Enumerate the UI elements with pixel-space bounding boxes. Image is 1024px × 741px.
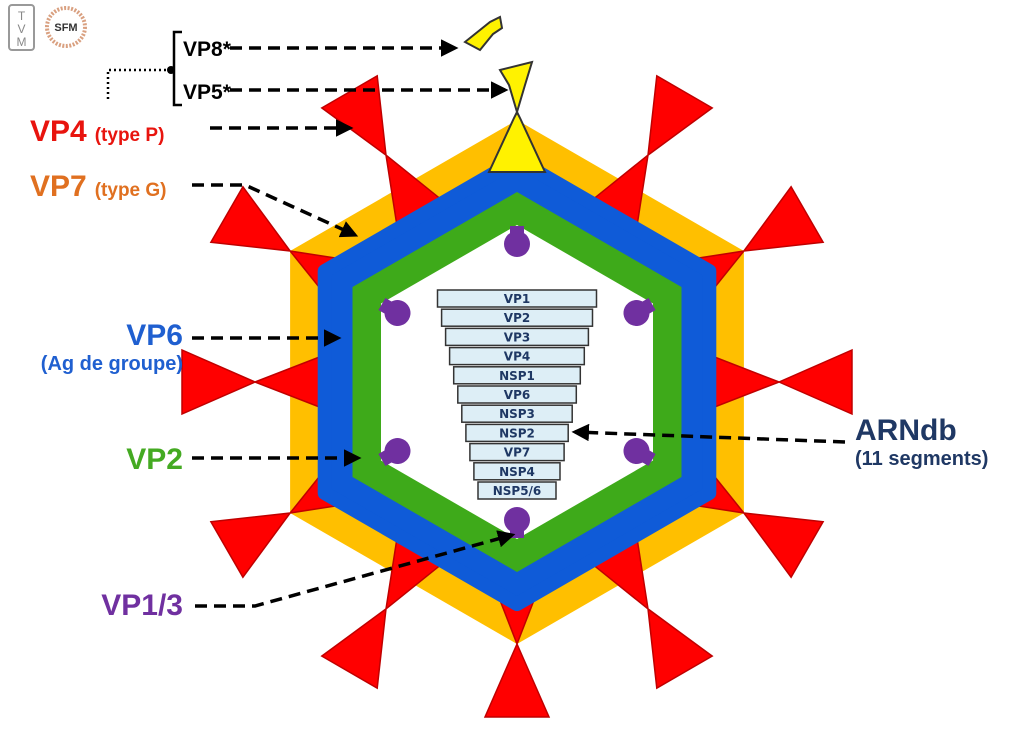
tvm-logo: T V M	[8, 4, 35, 51]
tvm-logo-text: T	[18, 9, 26, 23]
rna-segment: NSP3	[461, 404, 573, 423]
vp13-complex	[504, 507, 530, 538]
rna-segment: VP3	[444, 327, 590, 347]
label-arn: ARNdb	[855, 414, 957, 447]
label-arn-sub: (11 segments)	[855, 448, 988, 470]
rna-segment: VP1	[436, 289, 598, 308]
rna-segment: VP2	[440, 308, 594, 327]
svg-text:V: V	[17, 22, 25, 36]
vp5-spike	[487, 109, 547, 173]
label-vp6-sub: (Ag de groupe)	[41, 353, 183, 375]
arrows	[192, 39, 846, 608]
vp13-complex	[378, 438, 411, 467]
rna-segment: VP7	[469, 442, 565, 462]
vp13-complex	[623, 297, 656, 326]
rna-segment-label: VP4	[504, 350, 530, 364]
rna-segment-label: VP6	[504, 388, 530, 402]
vp13-complex	[504, 226, 530, 257]
vp5-vp8-spike	[463, 15, 547, 173]
label-vp8: VP8*	[183, 38, 232, 61]
rna-segment-label: NSP4	[499, 465, 535, 479]
rna-segment-label: VP1	[504, 292, 530, 306]
rna-segment: NSP5/6	[477, 481, 557, 500]
vp8-fragment	[463, 15, 504, 52]
rna-segment-label: NSP2	[499, 426, 535, 440]
vp13-complex	[378, 297, 411, 326]
arrow-arn	[571, 423, 846, 444]
rna-segment: VP6	[457, 385, 578, 404]
vp5-vp8-bracket	[106, 30, 182, 107]
rna-segment: NSP4	[473, 462, 561, 481]
rna-segment-label: VP7	[504, 446, 530, 460]
label-vp13: VP1/3	[101, 589, 183, 622]
vp13-complexes	[378, 226, 656, 538]
svg-text:M: M	[17, 35, 27, 49]
rna-segment-label: NSP1	[499, 369, 535, 383]
svg-text:SFM: SFM	[54, 22, 77, 34]
rna-segment-label: VP3	[504, 330, 530, 344]
rna-segment: VP4	[448, 346, 586, 366]
vp13-complex	[623, 438, 656, 467]
rna-segment-label: NSP5/6	[493, 484, 542, 498]
rna-segment-label: VP2	[504, 311, 530, 325]
label-vp4: VP4(type P)	[30, 115, 164, 148]
rna-segment: NSP2	[465, 423, 569, 443]
rna-segment-label: NSP3	[499, 407, 535, 421]
label-vp6: VP6	[126, 319, 183, 352]
sfm-logo: SFM	[45, 6, 87, 48]
label-vp7: VP7(type G)	[30, 170, 167, 203]
label-vp5: VP5*	[183, 81, 232, 104]
rna-segment: NSP1	[452, 366, 582, 385]
arrow-vp7	[192, 183, 359, 238]
arrow-vp13	[195, 530, 516, 608]
label-vp2: VP2	[126, 443, 183, 476]
